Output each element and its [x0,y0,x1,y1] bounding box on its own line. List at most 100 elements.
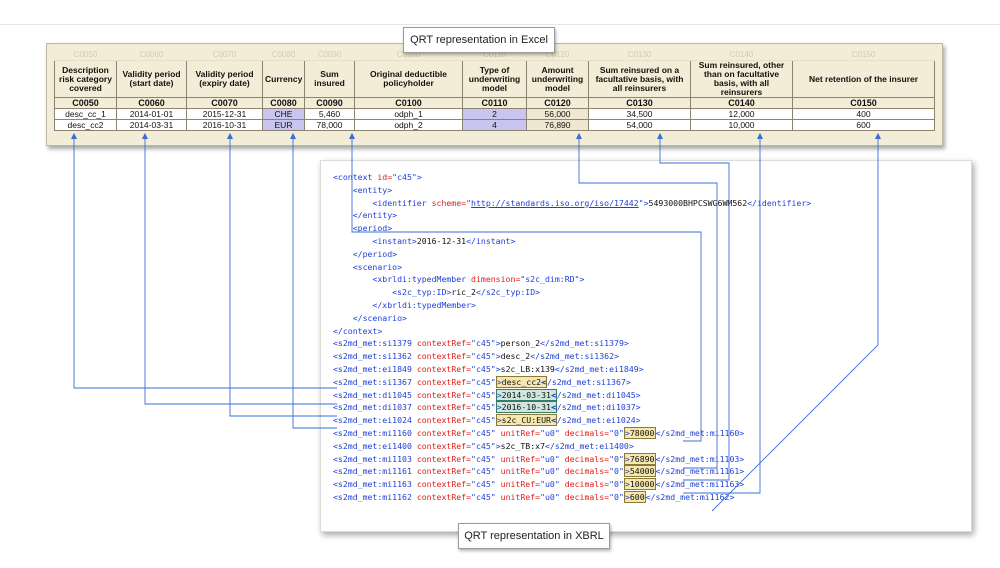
code-token: </s2md_met:mi1160> [655,427,745,438]
column-header: Amount underwriting model [526,60,589,98]
code-token: <s2md_met:ei1400 [333,440,417,451]
table-cell: CHE [262,108,305,120]
code-token: </s2md_met:si1379> [540,338,629,349]
table-cell: desc_cc2 [54,119,117,131]
table-cell: 2016-10-31 [186,119,263,131]
code-token: "c45" [471,402,496,413]
code-token: <s2md_met:mi1163 [333,479,417,490]
table-cell: 78,000 [304,119,355,131]
highlight-amount: >76890 [623,452,656,465]
column-header: Sum reinsured, other than on facultative… [690,60,793,98]
column-header: Validity period (start date) [116,60,187,98]
xbrl-title: QRT representation in XBRL [458,523,610,549]
faded-code: C0140 [690,50,793,61]
column-header: Sum insured [304,60,355,98]
code-token: dimension= [471,274,521,285]
code-token: <instant> [372,235,417,246]
code-token: "c45" [471,479,496,490]
code-token: <s2md_met:mi1103 [333,453,417,464]
column-header: Description risk category covered [54,60,117,98]
code-token: <s2md_met:ei1849 [333,363,417,374]
top-divider [0,24,1000,25]
code-token: "u0" [540,466,560,477]
column-code: C0150 [792,97,935,109]
code-token: contextRef= [416,491,472,502]
code-token: ric_2 [451,287,476,298]
code-token: person_2 [500,338,541,349]
code-token: "s2c_dim:RD" [520,274,580,285]
highlight-nonfac: >10000 [623,478,656,491]
code-token: "u0" [540,427,560,438]
code-row: C0050 C0060 C0070 C0080 C0090 C0100 C011… [54,97,935,109]
code-token: <s2md_met:ei1024 [333,415,417,426]
table-cell: 34,500 [588,108,691,120]
code-token: 5493000BHPCSWG6WM562 [648,197,748,208]
code-token: </s2c_typ:ID> [475,287,541,298]
code-token: </s2md_met:ei1849> [554,363,644,374]
code-token: decimals= [564,491,610,502]
code-token: contextRef= [416,363,472,374]
faded-code: C0060 [116,50,187,61]
code-token: unitRef= [500,491,541,502]
column-code: C0080 [262,97,305,109]
code-token: </s2md_met:ei1400> [545,440,634,451]
code-token: decimals= [564,453,610,464]
faded-code: C0150 [792,50,935,61]
column-header: Net retention of the insurer [792,60,935,98]
code-token: "c45" [471,427,496,438]
code-token: contextRef= [416,338,472,349]
code-token: </identifier> [747,197,812,208]
excel-title: QRT representation in Excel [403,27,555,53]
table-cell: 600 [792,119,935,131]
code-token: </s2md_met:mi1161> [655,466,745,477]
code-token: unitRef= [500,453,541,464]
code-token: "c45" [471,338,496,349]
code-token: 54000 [629,466,655,477]
code-token: </s2md_met:mi1103> [655,453,745,464]
code-token: contextRef= [416,402,472,413]
column-header: Original deductible policyholder [354,60,463,98]
code-token: > [624,479,630,490]
code-token: unitRef= [500,427,541,438]
code-token: 2016-12-31 [416,235,467,246]
qrt-excel-table: C0050 C0060 C0070 C0080 C0090 C0100 C011… [54,50,935,131]
code-token: </s2md_met:ei1024> [551,415,641,426]
code-token: "0" [609,466,624,477]
code-token: decimals= [564,479,610,490]
table-cell: 76,890 [526,119,589,131]
code-token: desc_2 [500,351,531,362]
code-token: contextRef= [416,453,472,464]
column-code: C0100 [354,97,463,109]
code-token: contextRef= [416,440,472,451]
code-token: "c45" [471,440,496,451]
code-token: "0" [609,491,624,502]
code-token: 2016-10-31 [501,402,551,413]
table-cell: desc_cc_1 [54,108,117,120]
xbrl-code: <context id="c45"> <entity> <identifier … [333,171,811,504]
header-row: Description risk category covered Validi… [54,60,935,98]
column-code: C0060 [116,97,187,109]
code-token: "c45" [471,415,496,426]
code-token: 2014-03-31 [501,389,551,400]
code-token: > [624,466,630,477]
column-code: C0090 [304,97,355,109]
code-token: scheme= [431,197,467,208]
table-row: desc_cc2 2014-03-31 2016-10-31 EUR 78,00… [54,119,935,131]
code-token: <entity> [352,184,393,195]
code-token: contextRef= [416,351,472,362]
column-header: Currency [262,60,305,98]
column-code: C0070 [186,97,263,109]
code-token: contextRef= [416,479,472,490]
code-token: contextRef= [416,376,472,387]
faded-code: C0130 [588,50,691,61]
highlight-fac: >54000 [623,465,656,478]
code-token: </s2md_met:di1037> [551,402,641,413]
code-token: <period> [352,223,393,234]
faded-code: C0080 [262,50,305,61]
code-token: <identifier [372,197,432,208]
code-token: <s2md_met:si1379 [333,338,417,349]
code-token: <s2md_met:di1045 [333,389,417,400]
table-cell: odph_2 [354,119,463,131]
table-cell: 5,460 [304,108,355,120]
code-token: decimals= [564,466,610,477]
